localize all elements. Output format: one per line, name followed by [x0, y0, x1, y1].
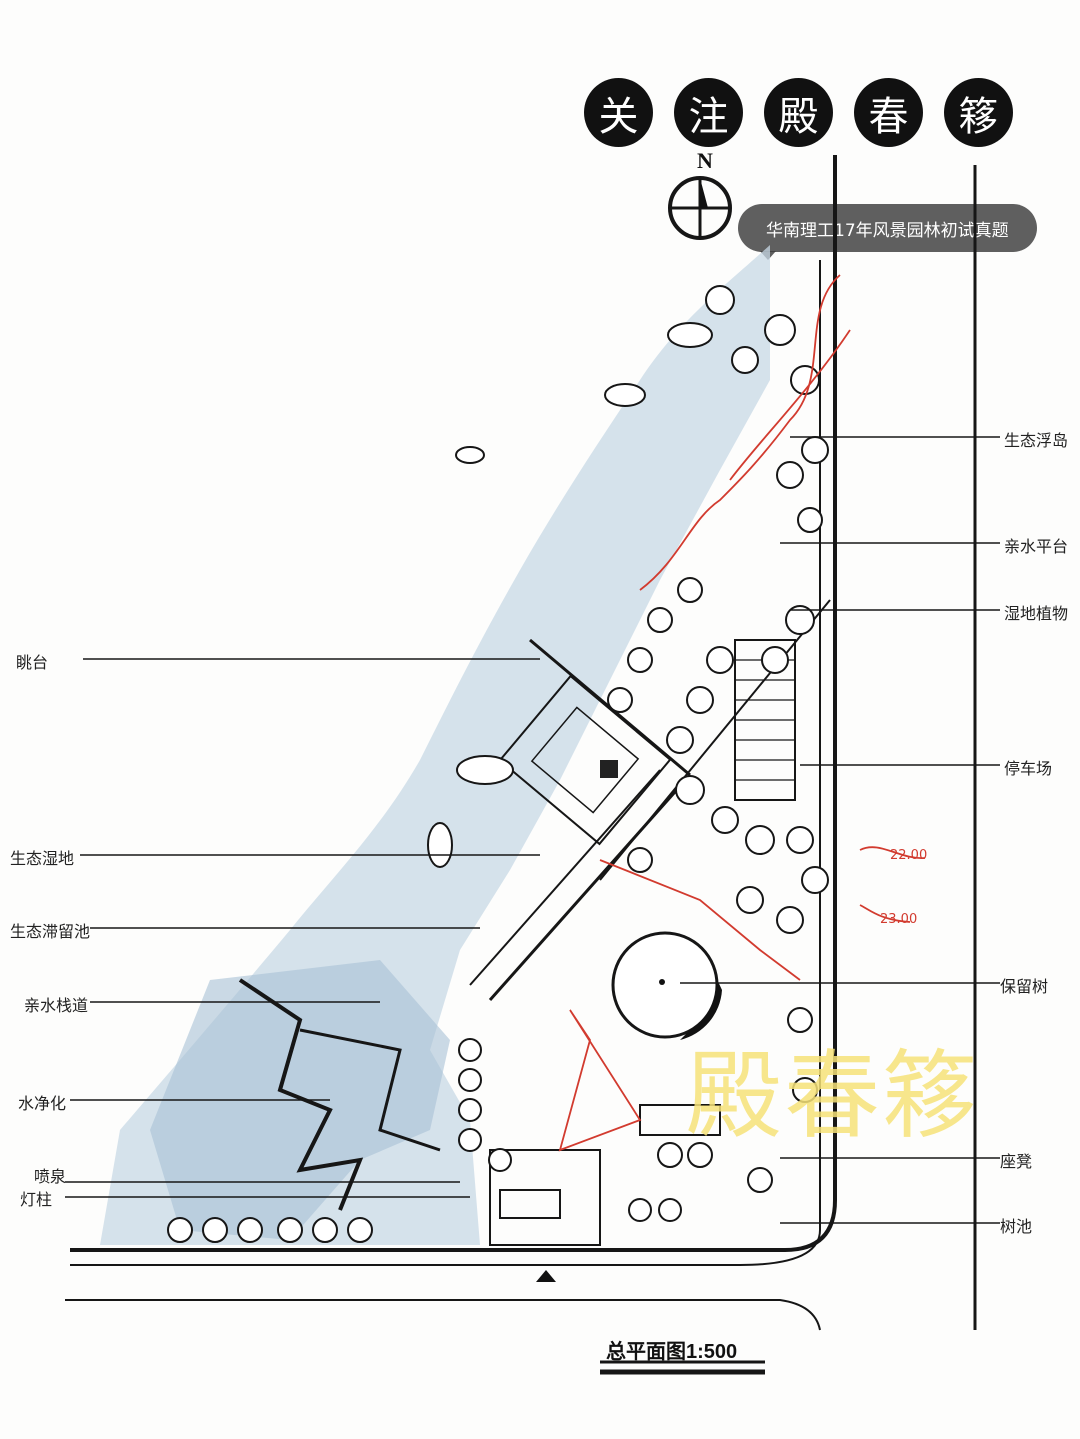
label-viewing-deck: 眺台	[16, 653, 49, 672]
parking-stripes	[735, 659, 795, 781]
promenade-edge	[469, 769, 661, 986]
leader-lines-right	[680, 436, 1000, 1224]
tree-center	[659, 979, 665, 985]
label-water-boardwalk: 亲水栈道	[24, 996, 89, 1015]
bench	[499, 1189, 561, 1219]
leader-lines-left	[65, 658, 540, 1198]
tree-clusters	[167, 285, 829, 1243]
label-eco-retention-pond: 生态滞留池	[10, 922, 91, 941]
site-boundary	[70, 155, 837, 1252]
label-water-platform: 亲水平台	[1004, 537, 1069, 556]
north-letter: N	[697, 148, 713, 173]
elevation-label: 22.00	[890, 848, 928, 863]
header-circle: 关	[584, 78, 653, 147]
boardwalk	[238, 978, 364, 1211]
label-existing-tree: 保留树	[1000, 977, 1049, 996]
label-tree-pool: 树池	[1000, 1217, 1033, 1236]
label-seating: 座凳	[1000, 1152, 1033, 1171]
main-path	[599, 599, 831, 881]
boardwalk-2	[299, 1028, 441, 1152]
north-arrow	[668, 176, 732, 240]
red-contours	[558, 274, 926, 1152]
label-eco-island: 生态浮岛	[1004, 431, 1069, 450]
building	[600, 760, 618, 778]
road-outer	[65, 1299, 821, 1331]
elevation-label: 23.00	[880, 912, 918, 927]
header-circle: 春	[854, 78, 923, 147]
label-fountain: 喷泉	[34, 1167, 67, 1186]
south-plaza	[489, 1149, 601, 1246]
header-circle: 殿	[764, 78, 833, 147]
eco-islands	[427, 322, 713, 868]
road-line	[70, 260, 821, 1266]
plaza-grid-inner	[530, 706, 640, 814]
plaza-grid	[498, 674, 672, 846]
label-lamp-post: 灯柱	[20, 1190, 53, 1209]
header-circles: 关 注 殿 春 簃	[584, 78, 1013, 147]
label-eco-wetland: 生态湿地	[10, 849, 75, 868]
label-parking: 停车场	[1004, 759, 1053, 778]
header-circle: 注	[674, 78, 743, 147]
topic-tag[interactable]: 华南理工17年风景园林初试真题	[738, 204, 1037, 260]
header-circle: 簃	[944, 78, 1013, 147]
plan-title: 总平面图1:500	[606, 1341, 738, 1363]
label-wetland-plants: 湿地植物	[1004, 604, 1069, 623]
watermark: 殿春簃	[686, 1040, 980, 1152]
entry-arrow	[536, 1270, 556, 1282]
label-water-purification: 水净化	[18, 1094, 67, 1113]
existing-tree-shadow	[680, 975, 722, 1040]
